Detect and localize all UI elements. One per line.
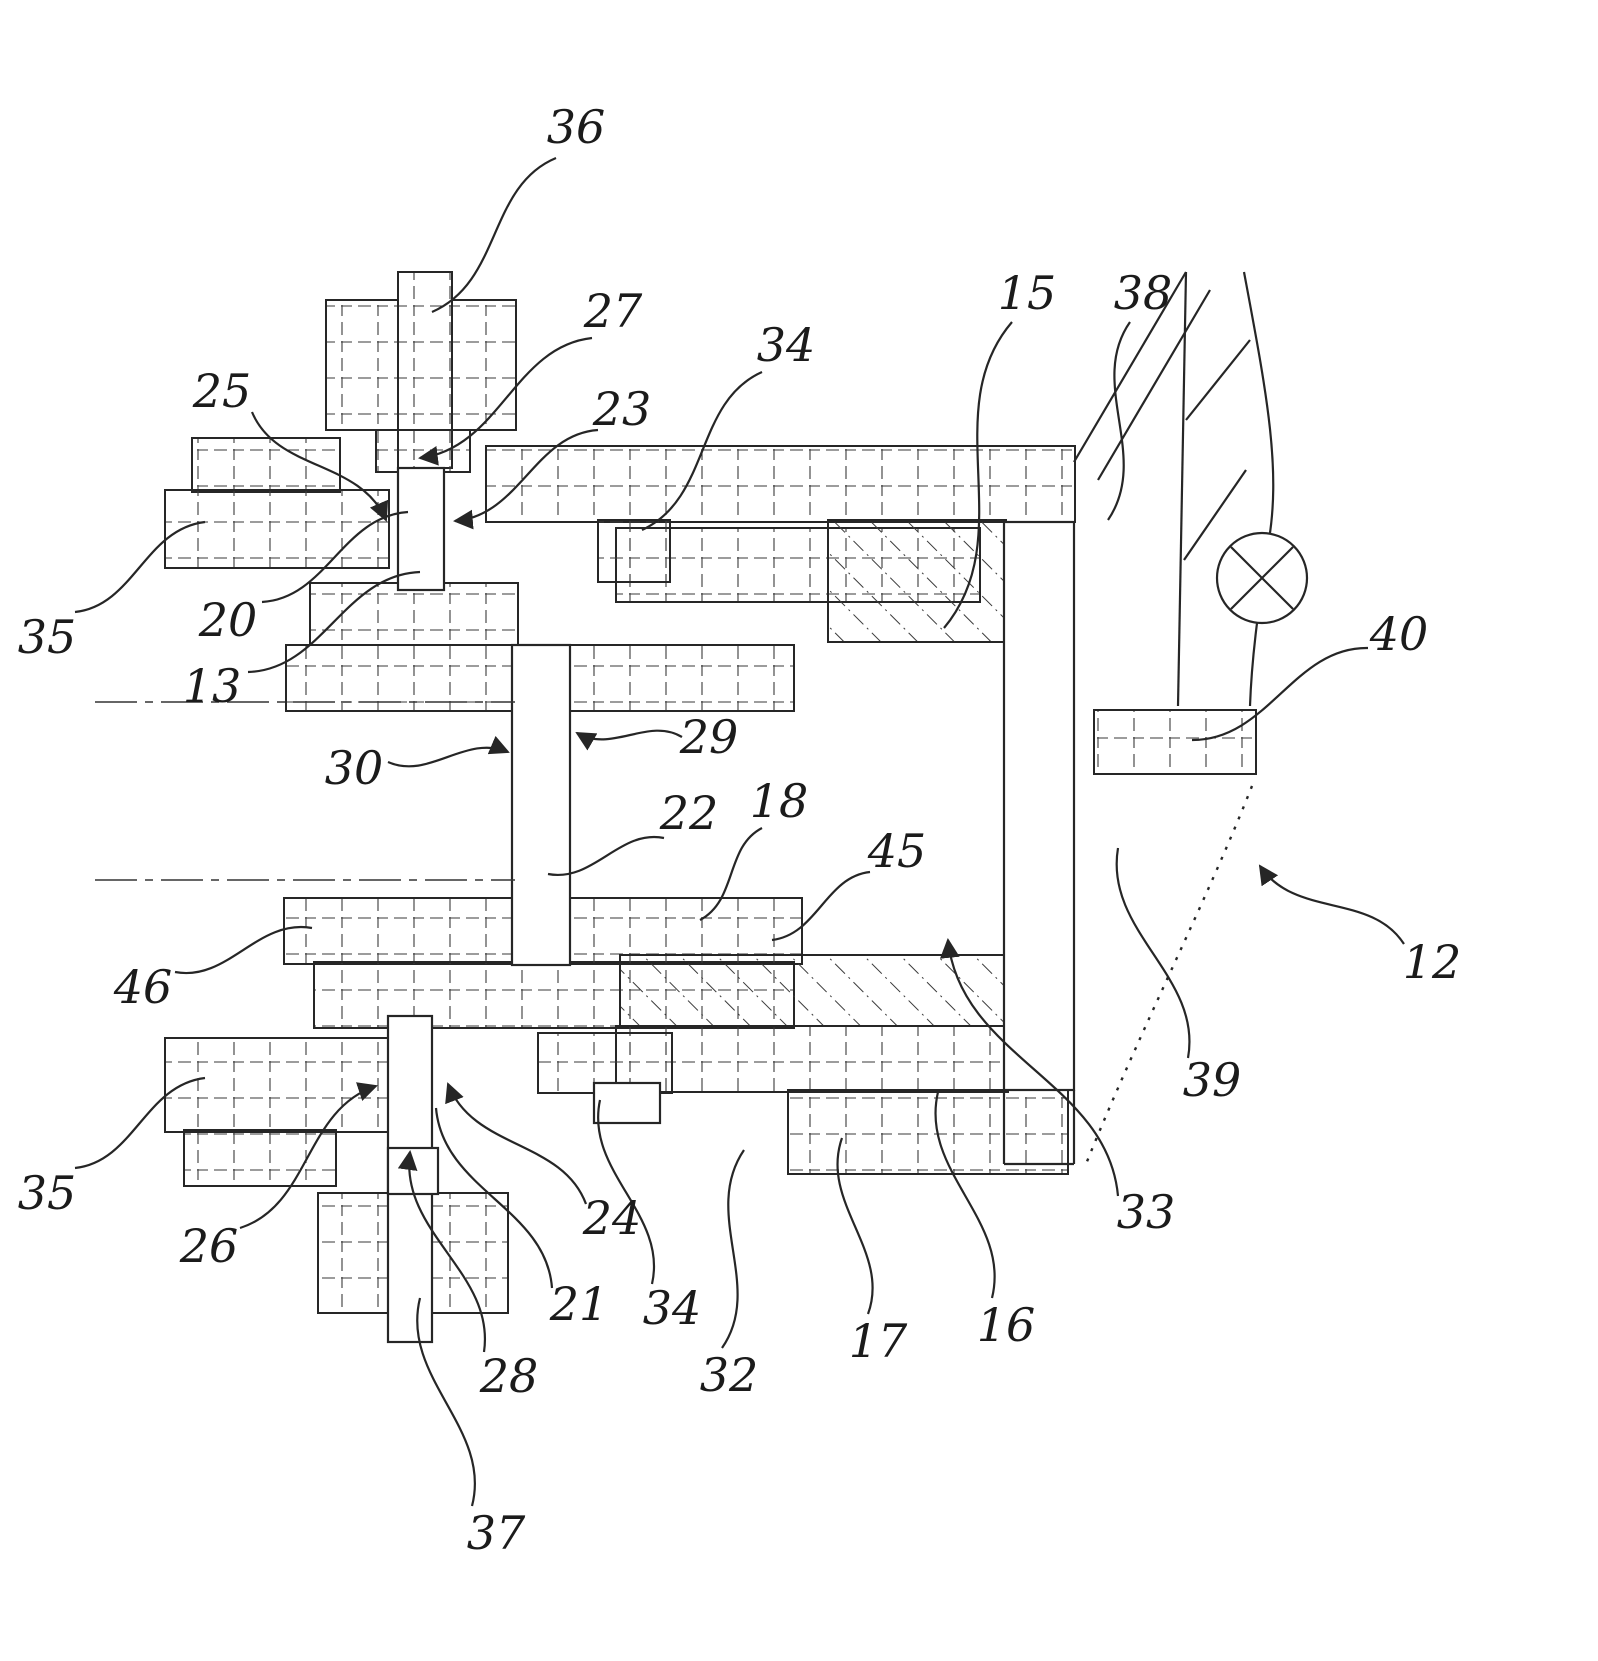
leader-23-6: [453, 428, 599, 530]
ref-label-28-24: 28: [479, 1349, 539, 1403]
ref-label-32-25: 32: [700, 1348, 759, 1402]
ref-label-26-20: 26: [179, 1219, 239, 1273]
frame-structure: [1002, 271, 1309, 1166]
ref-label-35-7: 35: [18, 610, 77, 664]
ref-label-40-15: 40: [1369, 607, 1429, 661]
leader-38-4: [1107, 321, 1131, 521]
wall-15: [1002, 520, 1076, 1092]
leader-12-17: [1258, 864, 1405, 945]
frame-block-40: [1093, 709, 1257, 775]
block-34-lower-tiny: [592, 1081, 662, 1125]
upper-left-arm: [164, 489, 390, 569]
leader-40-15: [1191, 646, 1369, 742]
leader-35-19: [74, 1076, 206, 1170]
leader-21-22: [434, 1107, 554, 1289]
ref-label-21-22: 21: [549, 1277, 609, 1331]
leader-36-0: [431, 156, 557, 314]
block-46: [283, 897, 513, 965]
leader-37-29: [416, 1297, 476, 1507]
ref-label-16-27: 16: [977, 1298, 1036, 1352]
ref-label-46-16: 46: [113, 960, 173, 1014]
reference-numerals: 36 27 34 15 38 25 23 35 20 13 29 30 22 18 45 40 46 12 39 35…: [18, 100, 1462, 1560]
mid-left-block: [309, 582, 519, 646]
leader-20-8: [261, 510, 409, 604]
leader-lines: [74, 156, 1405, 1507]
leader-26-20: [239, 1082, 378, 1230]
ref-label-23-6: 23: [592, 382, 652, 436]
lower-right-plate-1: [615, 1025, 1009, 1093]
ref-label-13-9: 13: [183, 659, 242, 713]
ref-label-20-8: 20: [198, 593, 258, 647]
frame-panel-left-edge: [1176, 271, 1188, 707]
web-29: [510, 643, 572, 967]
frame-panel-inner-slant-2: [1183, 469, 1247, 561]
region-45: [619, 954, 1007, 1027]
leader-18-13: [699, 827, 763, 921]
leader-24-21: [445, 1082, 588, 1205]
leader-29-10: [575, 729, 683, 751]
ref-label-39-18: 39: [1183, 1053, 1242, 1107]
lower-right-plate-2: [787, 1089, 1069, 1175]
ref-label-24-21: 24: [582, 1191, 642, 1245]
leader-13-9: [247, 570, 421, 674]
ref-label-34-23: 34: [643, 1281, 702, 1335]
ref-label-36-0: 36: [547, 100, 606, 154]
leader-30-11: [387, 735, 510, 768]
frame-dotted-flange-39: [1084, 785, 1254, 1165]
leader-34-2: [641, 370, 763, 531]
frame-slant-1: [1073, 271, 1187, 463]
ref-label-15-3: 15: [998, 266, 1057, 320]
clevis-27: [375, 429, 471, 473]
ref-label-25-5: 25: [192, 364, 252, 418]
ref-label-38-4: 38: [1114, 266, 1173, 320]
ref-label-34-2: 34: [757, 318, 816, 372]
ref-label-37-29: 37: [467, 1506, 526, 1560]
ref-label-27-1: 27: [583, 284, 643, 338]
ref-label-22-12: 22: [659, 786, 719, 840]
upper-plate: [485, 445, 1076, 523]
leader-39-18: [1115, 847, 1191, 1059]
ref-label-29-10: 29: [679, 710, 739, 764]
leader-28-24: [397, 1150, 487, 1353]
leader-34-23: [597, 1099, 655, 1285]
diagonal-sections: [619, 519, 1007, 1027]
bolt-36-flange-right: [451, 299, 517, 431]
leader-15-3: [943, 321, 1013, 629]
leader-45-14: [771, 870, 871, 942]
frame-slant-2: [1097, 289, 1211, 481]
leader-16-27: [934, 1091, 996, 1299]
frame-panel-inner-slant-1: [1185, 339, 1251, 421]
lower-left-arm: [164, 1037, 390, 1133]
lower-left-arm-step: [183, 1129, 337, 1187]
leader-35-7: [74, 520, 206, 614]
ref-label-45-14: 45: [867, 824, 927, 878]
pin-20: [396, 466, 446, 592]
ref-label-35-19: 35: [18, 1166, 77, 1220]
ref-label-12-17: 12: [1403, 935, 1462, 989]
leader-27-1: [418, 336, 593, 466]
bolt-36-flange-left: [325, 299, 399, 431]
frame-panel-right-edge: [1242, 271, 1275, 707]
center-lines: [95, 701, 515, 881]
ref-label-33-28: 33: [1117, 1185, 1176, 1239]
leader-32-25: [721, 1149, 745, 1349]
leader-46-16: [174, 925, 313, 975]
lower-mid-row: [567, 897, 803, 965]
leader-33-28: [939, 938, 1120, 1197]
ref-label-17-26: 17: [849, 1314, 908, 1368]
leader-22-12: [547, 835, 665, 877]
leader-25-5: [250, 411, 389, 522]
screw-cross-icon: [1230, 546, 1294, 610]
outlined-parts: [386, 466, 1076, 1344]
region-15: [827, 519, 1007, 643]
ref-label-18-13: 18: [750, 774, 809, 828]
block-34-upper: [597, 519, 671, 583]
leader-17-26: [836, 1137, 874, 1315]
ref-label-30-11: 30: [325, 741, 384, 795]
